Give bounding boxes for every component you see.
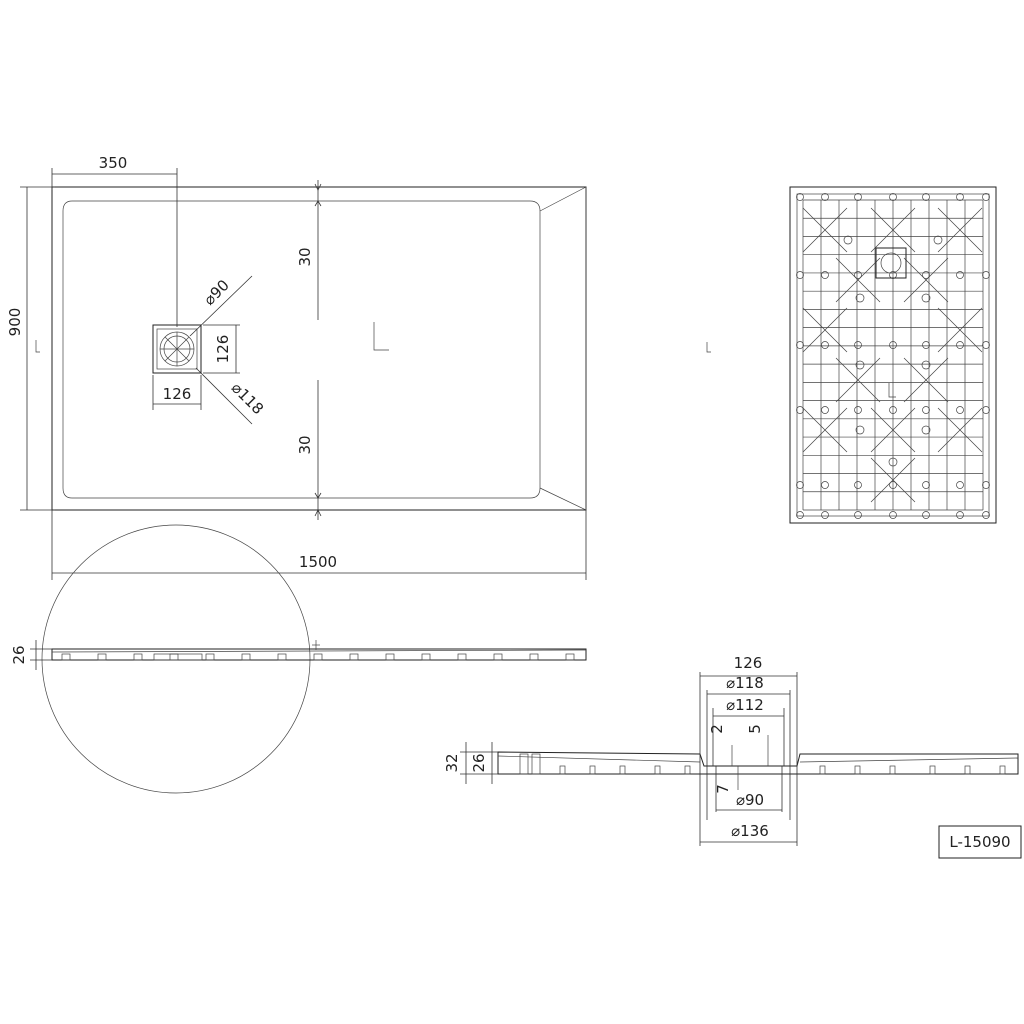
- dim-section-5: 5: [746, 724, 764, 734]
- title-block: L-15090: [938, 825, 1022, 859]
- detail-circle: [41, 524, 311, 794]
- dim-section-drain-width: 126: [734, 654, 763, 672]
- dim-top-margin: 30: [296, 247, 314, 266]
- dim-section-90: ⌀90: [736, 791, 764, 809]
- dim-drain-height: 126: [214, 335, 232, 364]
- section-profile: [497, 751, 1019, 775]
- dim-section-2: 2: [708, 724, 726, 734]
- plan-view: 350 1500 900 30 30 126 126 ⌀90: [6, 154, 587, 580]
- dim-section-total-height: 32: [443, 753, 461, 772]
- dim-side-thickness: 26: [10, 645, 28, 664]
- dim-drain-offset: 350: [99, 154, 128, 172]
- tray-outline: [51, 186, 587, 511]
- dim-bottom-margin: 30: [296, 435, 314, 454]
- drain-plan: [152, 324, 202, 374]
- tray-surface: [62, 200, 541, 499]
- dim-section-7: 7: [714, 784, 732, 794]
- section-view: 126 ⌀118 ⌀112 2 5 7 ⌀90 ⌀136 32 26: [443, 654, 1019, 846]
- dim-section-tray-height: 26: [470, 753, 488, 772]
- model-code: L-15090: [949, 833, 1010, 851]
- dim-section-136: ⌀136: [731, 822, 769, 840]
- bottom-view: [706, 186, 997, 524]
- dim-drain-inner-dia: ⌀90: [200, 276, 233, 309]
- dim-width: 1500: [299, 553, 337, 571]
- dim-drain-outer-dia: ⌀118: [228, 379, 267, 418]
- dim-depth: 900: [6, 308, 24, 337]
- dim-section-118: ⌀118: [726, 674, 764, 692]
- dim-drain-width: 126: [163, 385, 192, 403]
- side-view: 26: [10, 524, 587, 794]
- dim-section-112: ⌀112: [726, 696, 764, 714]
